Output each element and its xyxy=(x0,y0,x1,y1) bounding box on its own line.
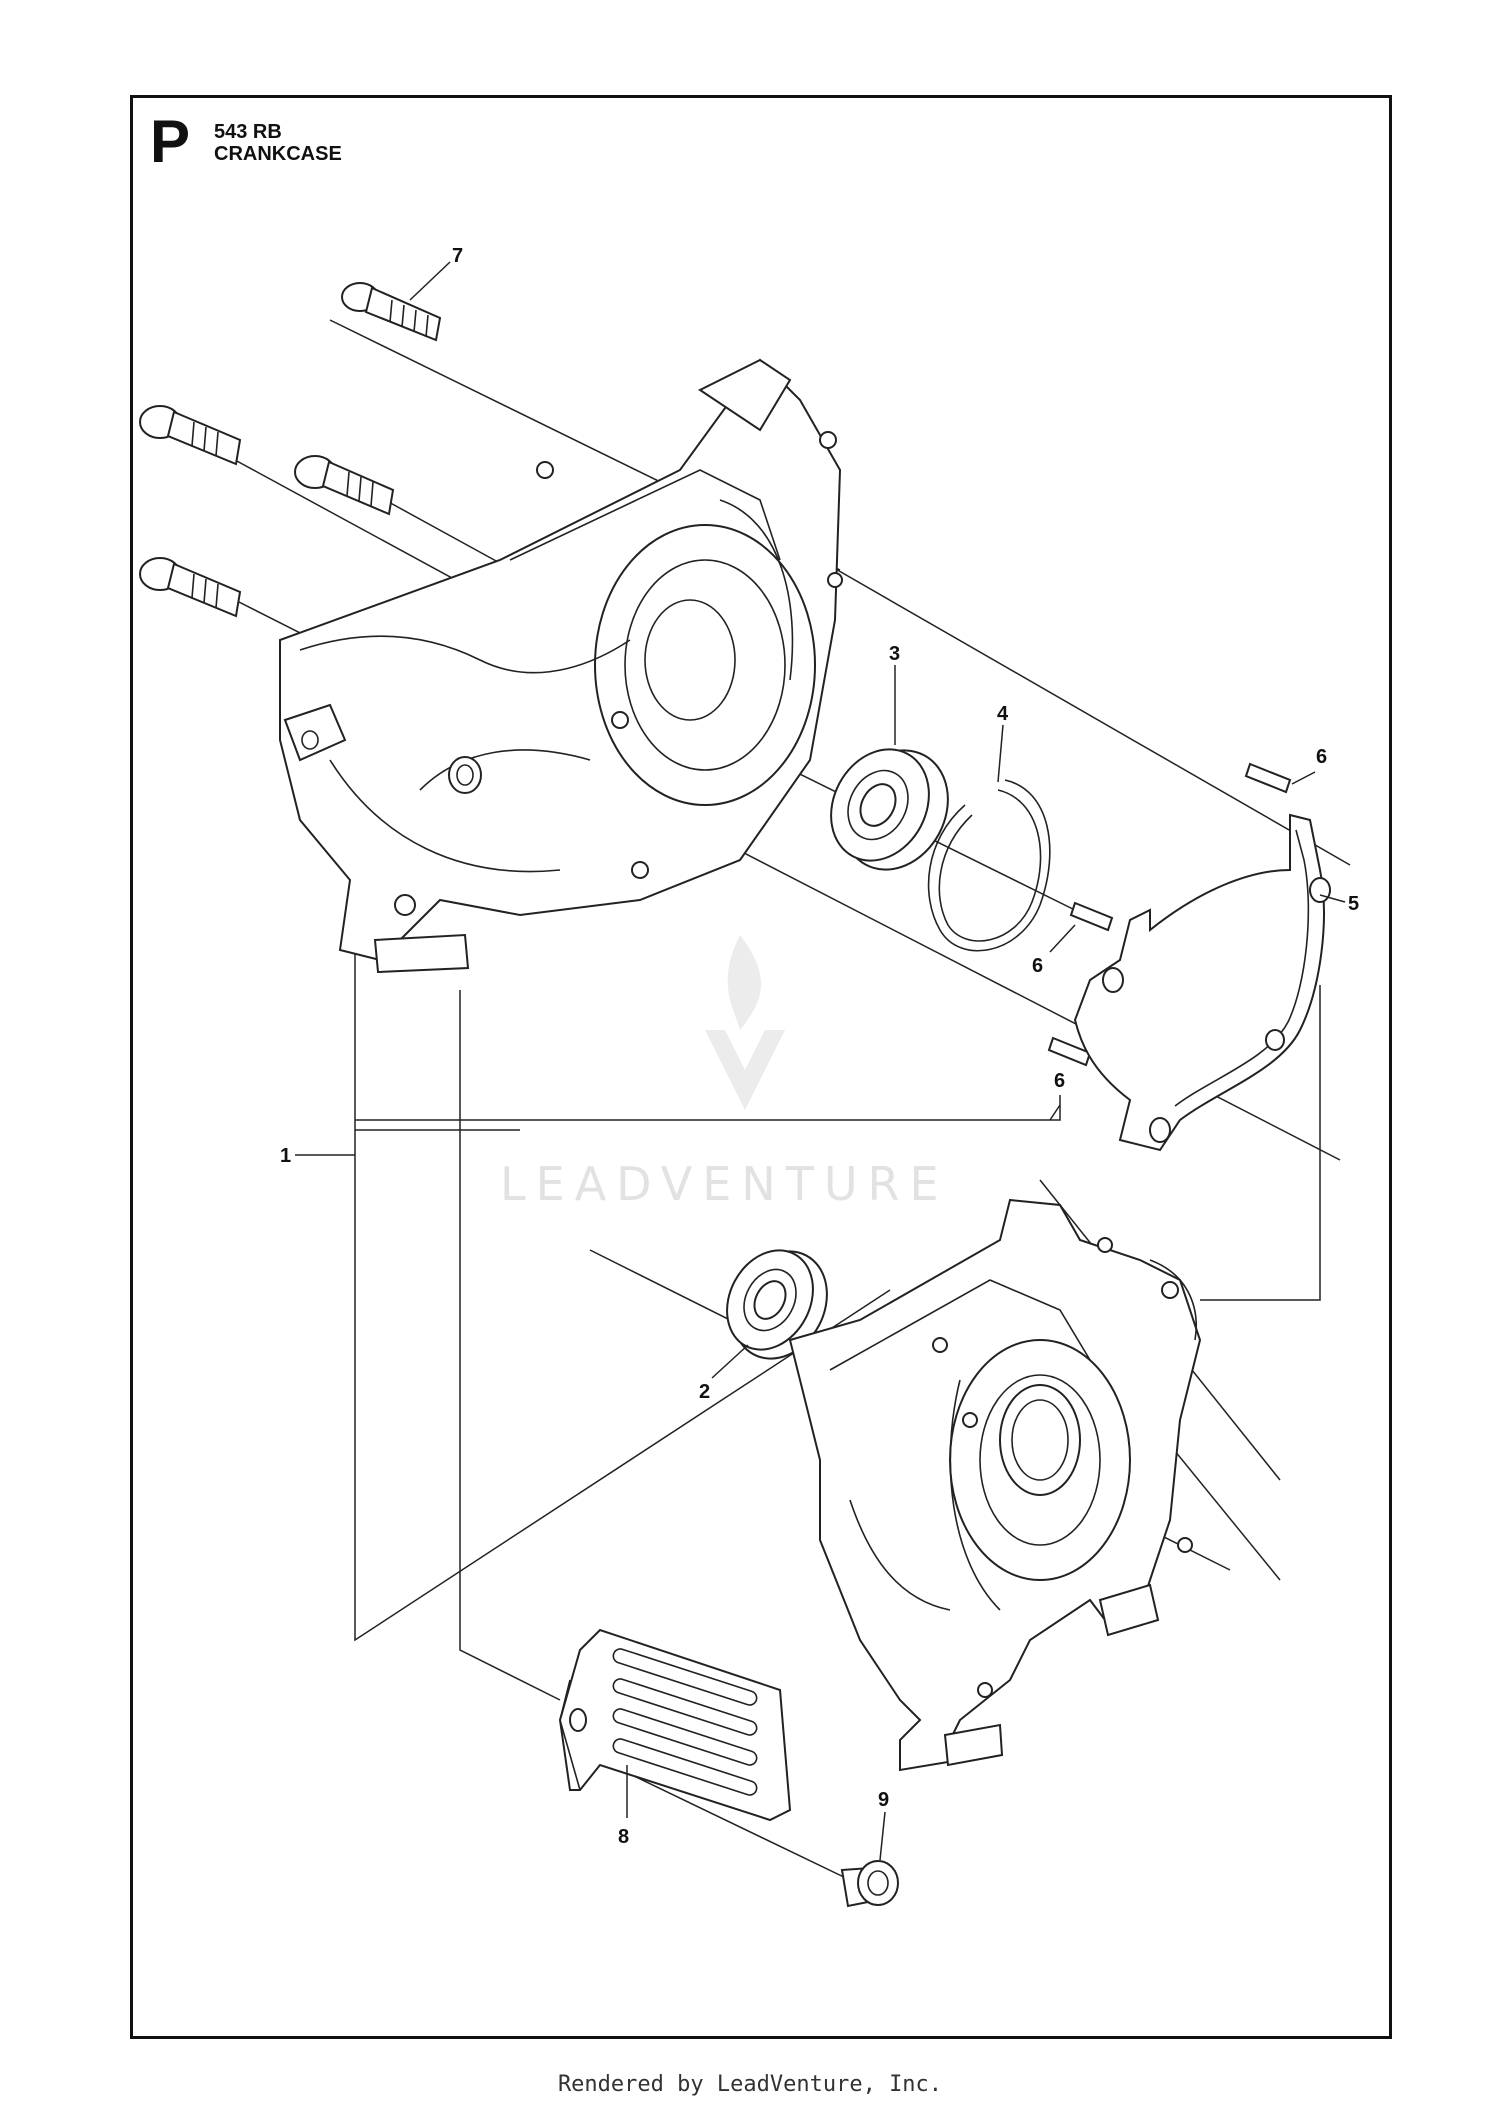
callout-5: 5 xyxy=(1348,893,1359,915)
callout-labels: 7 3 4 6 5 6 6 1 2 8 9 xyxy=(280,245,1359,1848)
callout-2: 2 xyxy=(699,1381,710,1403)
crankcase-half-1[interactable] xyxy=(279,358,843,974)
watermark-text: LEADVENTURE xyxy=(500,1157,949,1211)
bearing-3[interactable] xyxy=(812,732,968,888)
dowel-pin-6-upper[interactable] xyxy=(1244,762,1292,794)
section-title: CRANKCASE xyxy=(214,143,342,165)
callout-6-lower: 6 xyxy=(1054,1070,1065,1092)
bearing-2[interactable] xyxy=(710,1235,845,1375)
callout-8: 8 xyxy=(618,1826,629,1848)
dowel-pin-6-lower[interactable] xyxy=(1047,1036,1092,1067)
callout-7: 7 xyxy=(452,245,463,267)
footer-credit: Rendered by LeadVenture, Inc. xyxy=(557,2072,943,2097)
leadventure-watermark: LEADVENTURE xyxy=(500,935,949,1211)
plate-8[interactable] xyxy=(558,1628,792,1822)
callout-3: 3 xyxy=(889,643,900,665)
crankcase-half-1-lower[interactable] xyxy=(788,1198,1202,1772)
gasket-5[interactable] xyxy=(1073,813,1331,1152)
callout-6-middle: 6 xyxy=(1032,955,1043,977)
circlip-4[interactable] xyxy=(927,779,1051,952)
model-name: 543 RB xyxy=(214,121,282,143)
diagram-frame xyxy=(130,95,1392,2039)
callout-9: 9 xyxy=(878,1789,889,1811)
callout-1: 1 xyxy=(280,1145,291,1167)
bolt-7-lower-left[interactable] xyxy=(139,557,242,618)
callout-4: 4 xyxy=(997,703,1009,725)
callout-leaders xyxy=(295,261,1346,1861)
dowel-pin-6-middle[interactable] xyxy=(1069,901,1114,932)
bolt-7-upper-left[interactable] xyxy=(139,405,242,466)
screw-9[interactable] xyxy=(840,1860,899,1908)
bolt-7-middle[interactable] xyxy=(294,455,395,516)
callout-6-upper: 6 xyxy=(1316,746,1327,768)
bolt-7-top[interactable] xyxy=(341,282,442,342)
page-letter: P xyxy=(150,108,191,175)
